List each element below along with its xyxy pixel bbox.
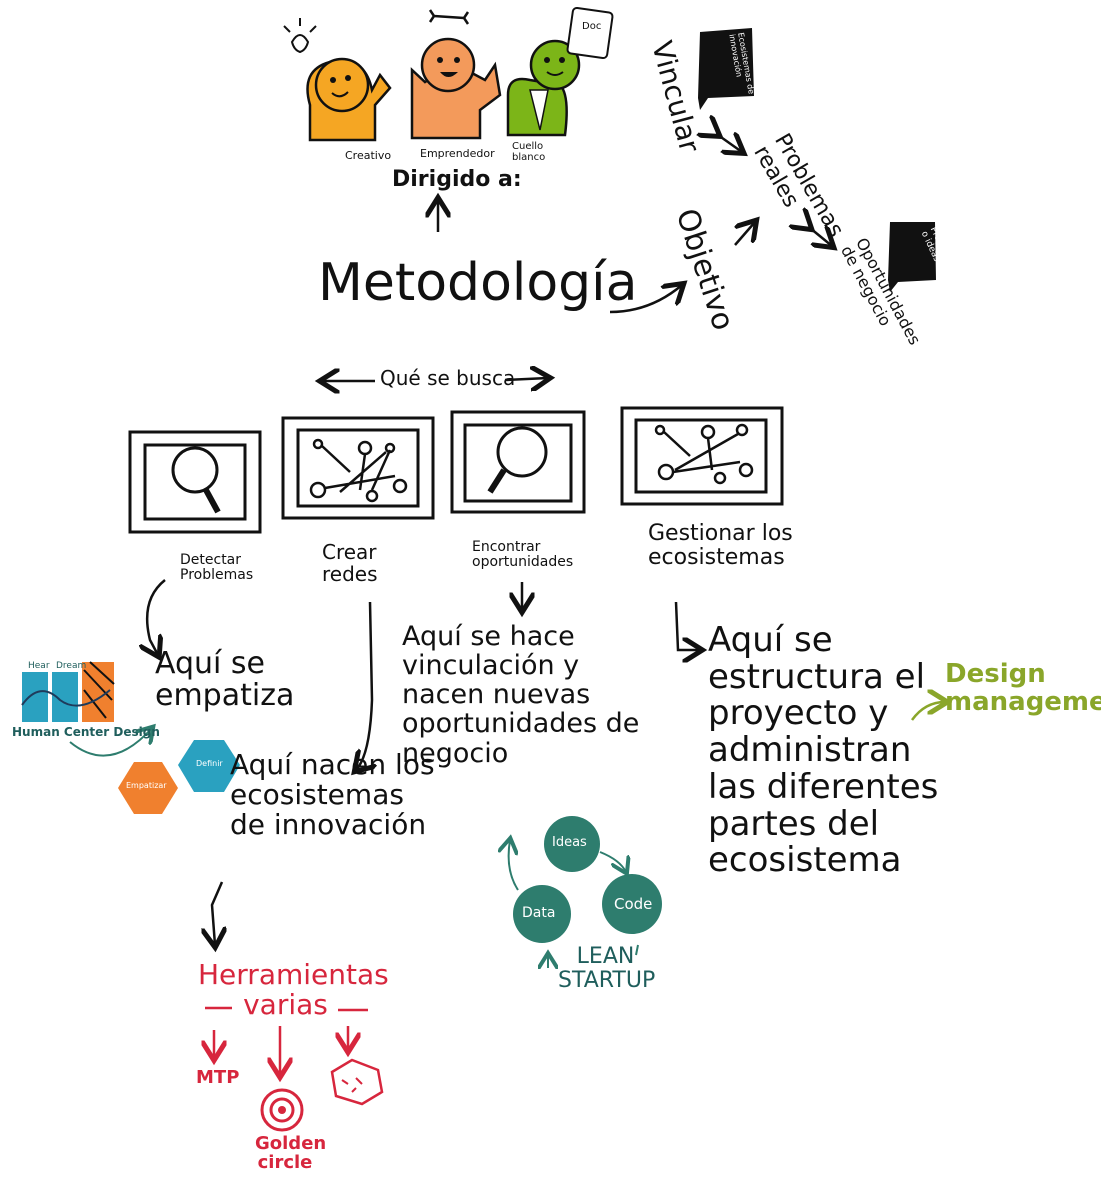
persona-label: Cuello blanco [512,141,546,163]
golden-circle-icon [260,1088,304,1132]
arrow-vincular-problemas [718,135,742,152]
document-icon [566,6,614,60]
persona-label: Emprendedor [420,147,495,160]
hexagon-icon [330,1058,384,1106]
arrow-herramientas [212,881,222,945]
goal-label: Encontrar oportunidades [472,539,574,571]
empatizar-label: Empatizar [126,781,167,790]
tool-mtp: MTP [196,1067,240,1088]
human-center-graphic [21,661,240,814]
network-icon [309,438,408,503]
arrow-objective-problemas [734,222,755,246]
network-icon [654,423,754,485]
audience-label: Dirigido a: [392,167,522,192]
persona-creativo [283,18,392,142]
arrow-to-objective [609,285,682,314]
doc-label: Doc [582,21,602,32]
speech-bubble-icon [698,28,754,110]
arrow-right [504,378,548,380]
goal-box-1 [128,430,262,534]
page-title: Metodología [318,253,638,313]
lean-startup-label: LEAN STARTUP [558,944,656,993]
hear-label: Hear [28,661,50,671]
note-ecosistemas: Aquí nacen los ecosistemas de innovación [230,748,435,842]
speech-bubble-icon [888,222,936,292]
note-vinculacion: Aquí se hace vinculación y nacen nuevas … [402,621,640,769]
arrow-ecosistemas [356,601,372,770]
design-management-label: Design management [945,659,1101,718]
goal-label: Crear redes [322,540,378,586]
definir-label: Definir [196,759,223,768]
goal-box-4 [620,406,784,506]
goal-label: Detectar Problemas [180,552,254,584]
tools-title: Herramientas varias [198,958,389,1022]
magnifier-icon [496,426,548,478]
magnifier-icon [171,446,219,494]
persona-emprendedor [410,9,502,140]
wrench-icon [428,9,470,25]
lightbulb-icon [290,34,310,54]
goal-box-2 [281,416,435,520]
lean-node: Code [614,895,653,913]
arrow-empatiza [147,579,166,655]
goal-label: Gestionar los ecosistemas [648,521,793,570]
human-center-label: Human Center Design [12,725,160,739]
persona-label: Creativo [345,149,392,162]
arrow-estructura [674,601,700,650]
note-empatiza: Aquí se empatiza [155,646,295,714]
dream-label: Dream [56,661,87,671]
lean-node: Ideas [552,835,587,850]
arrow-problemas-oportunidades [810,228,832,246]
lean-node: Data [522,905,556,921]
goal-box-3 [450,410,586,514]
lean-startup-graphic [509,816,662,968]
arrow-design-management [910,702,945,721]
persona-cuello-blanco [506,6,614,137]
que-se-busca-label: Qué se busca [380,366,516,390]
note-estructura: Aquí se estructura el proyecto y adminis… [708,620,939,881]
tool-golden-circle: Golden circle [255,1133,327,1174]
